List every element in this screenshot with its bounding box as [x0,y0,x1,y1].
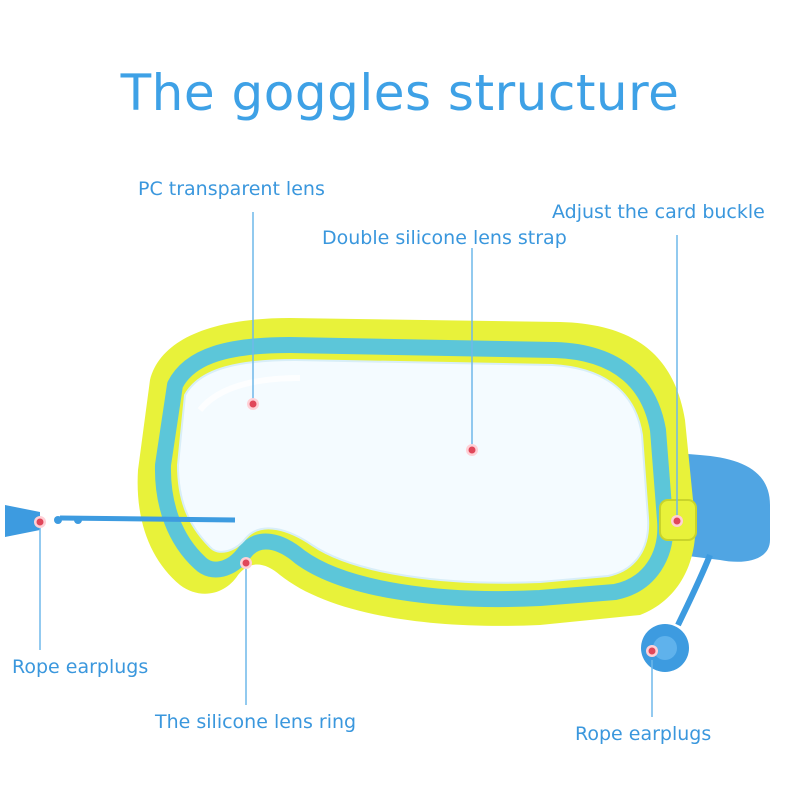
label-pc-transparent-lens: PC transparent lens [138,178,325,200]
label-double-silicone-lens-strap: Double silicone lens strap [322,227,567,249]
marker-dot [249,400,257,408]
right-earplug [641,553,713,672]
leader-lines [39,212,678,717]
marker-dot [36,518,44,526]
label-adjust-card-buckle: Adjust the card buckle [552,201,765,223]
marker-dot [468,446,476,454]
left-earplug [5,505,236,537]
label-rope-earplugs-left: Rope earplugs [12,656,149,678]
goggle-frame [137,318,696,626]
marker-dot [648,647,656,655]
label-rope-earplugs-right: Rope earplugs [575,723,712,745]
marker-dot [673,517,681,525]
marker-dot [242,559,250,567]
page-title: The goggles structure [120,64,680,122]
markers [34,398,683,657]
label-silicone-lens-ring: The silicone lens ring [155,711,357,733]
